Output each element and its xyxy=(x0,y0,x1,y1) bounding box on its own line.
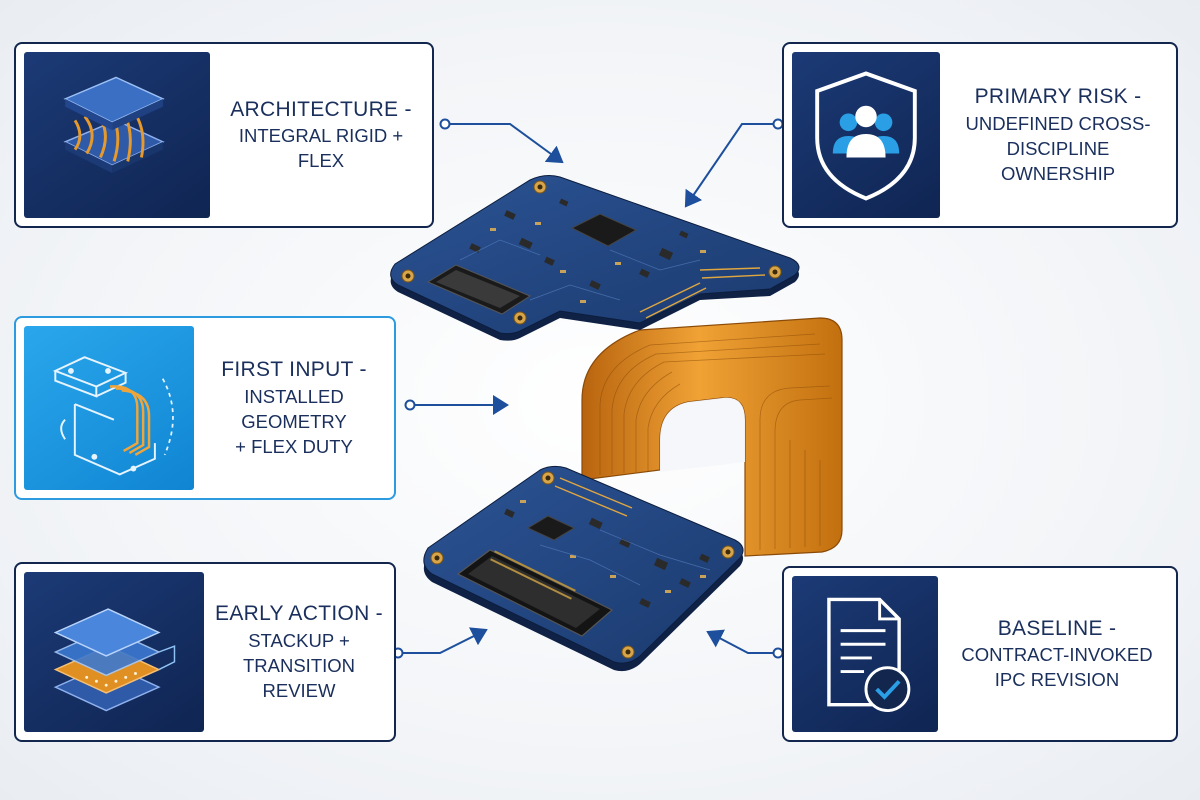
flex-circuit xyxy=(581,317,843,557)
rigid-flex-layers-icon xyxy=(24,52,210,218)
document-check-icon xyxy=(792,576,938,732)
architecture-text: ARCHITECTURE - INTEGRAL RIGID + FLEX xyxy=(218,44,432,226)
architecture-card: ARCHITECTURE - INTEGRAL RIGID + FLEX xyxy=(14,42,434,228)
baseline-card: BASELINE - CONTRACT-INVOKED IPC REVISION xyxy=(782,566,1178,742)
first-input-text: FIRST INPUT - INSTALLED GEOMETRY + FLEX … xyxy=(202,318,394,498)
primary-risk-text: PRIMARY RISK - UNDEFINED CROSS- DISCIPLI… xyxy=(948,44,1176,226)
primary-risk-detail-1: UNDEFINED CROSS- xyxy=(965,112,1151,134)
early-action-text: EARLY ACTION - STACKUP + TRANSITION REVI… xyxy=(212,564,394,740)
architecture-title: ARCHITECTURE - xyxy=(230,97,412,121)
first-input-card: FIRST INPUT - INSTALLED GEOMETRY + FLEX … xyxy=(14,316,396,500)
early-action-card: EARLY ACTION - STACKUP + TRANSITION REVI… xyxy=(14,562,396,742)
first-input-detail-2: + FLEX DUTY xyxy=(235,435,353,457)
primary-risk-card: PRIMARY RISK - UNDEFINED CROSS- DISCIPLI… xyxy=(782,42,1178,228)
early-action-detail-2: TRANSITION REVIEW xyxy=(242,654,356,701)
early-action-detail-1: STACKUP + xyxy=(248,629,350,651)
baseline-title: BASELINE - xyxy=(997,616,1117,640)
shield-team-icon xyxy=(792,52,940,218)
stackup-layers-icon xyxy=(24,572,204,732)
installed-flex-geometry-icon xyxy=(24,326,194,490)
primary-risk-title: PRIMARY RISK - xyxy=(974,85,1142,109)
first-input-title: FIRST INPUT - xyxy=(221,358,367,382)
early-action-title: EARLY ACTION - xyxy=(215,602,383,626)
bottom-rigid-board xyxy=(423,465,744,672)
top-rigid-board xyxy=(390,175,800,341)
baseline-detail-2: IPC REVISION xyxy=(994,669,1120,691)
primary-risk-detail-2: DISCIPLINE OWNERSHIP xyxy=(1000,137,1116,184)
first-input-detail-1: INSTALLED GEOMETRY xyxy=(241,385,347,432)
baseline-detail-1: CONTRACT-INVOKED xyxy=(961,644,1153,666)
baseline-text: BASELINE - CONTRACT-INVOKED IPC REVISION xyxy=(946,568,1176,740)
architecture-detail: INTEGRAL RIGID + FLEX xyxy=(238,125,404,172)
